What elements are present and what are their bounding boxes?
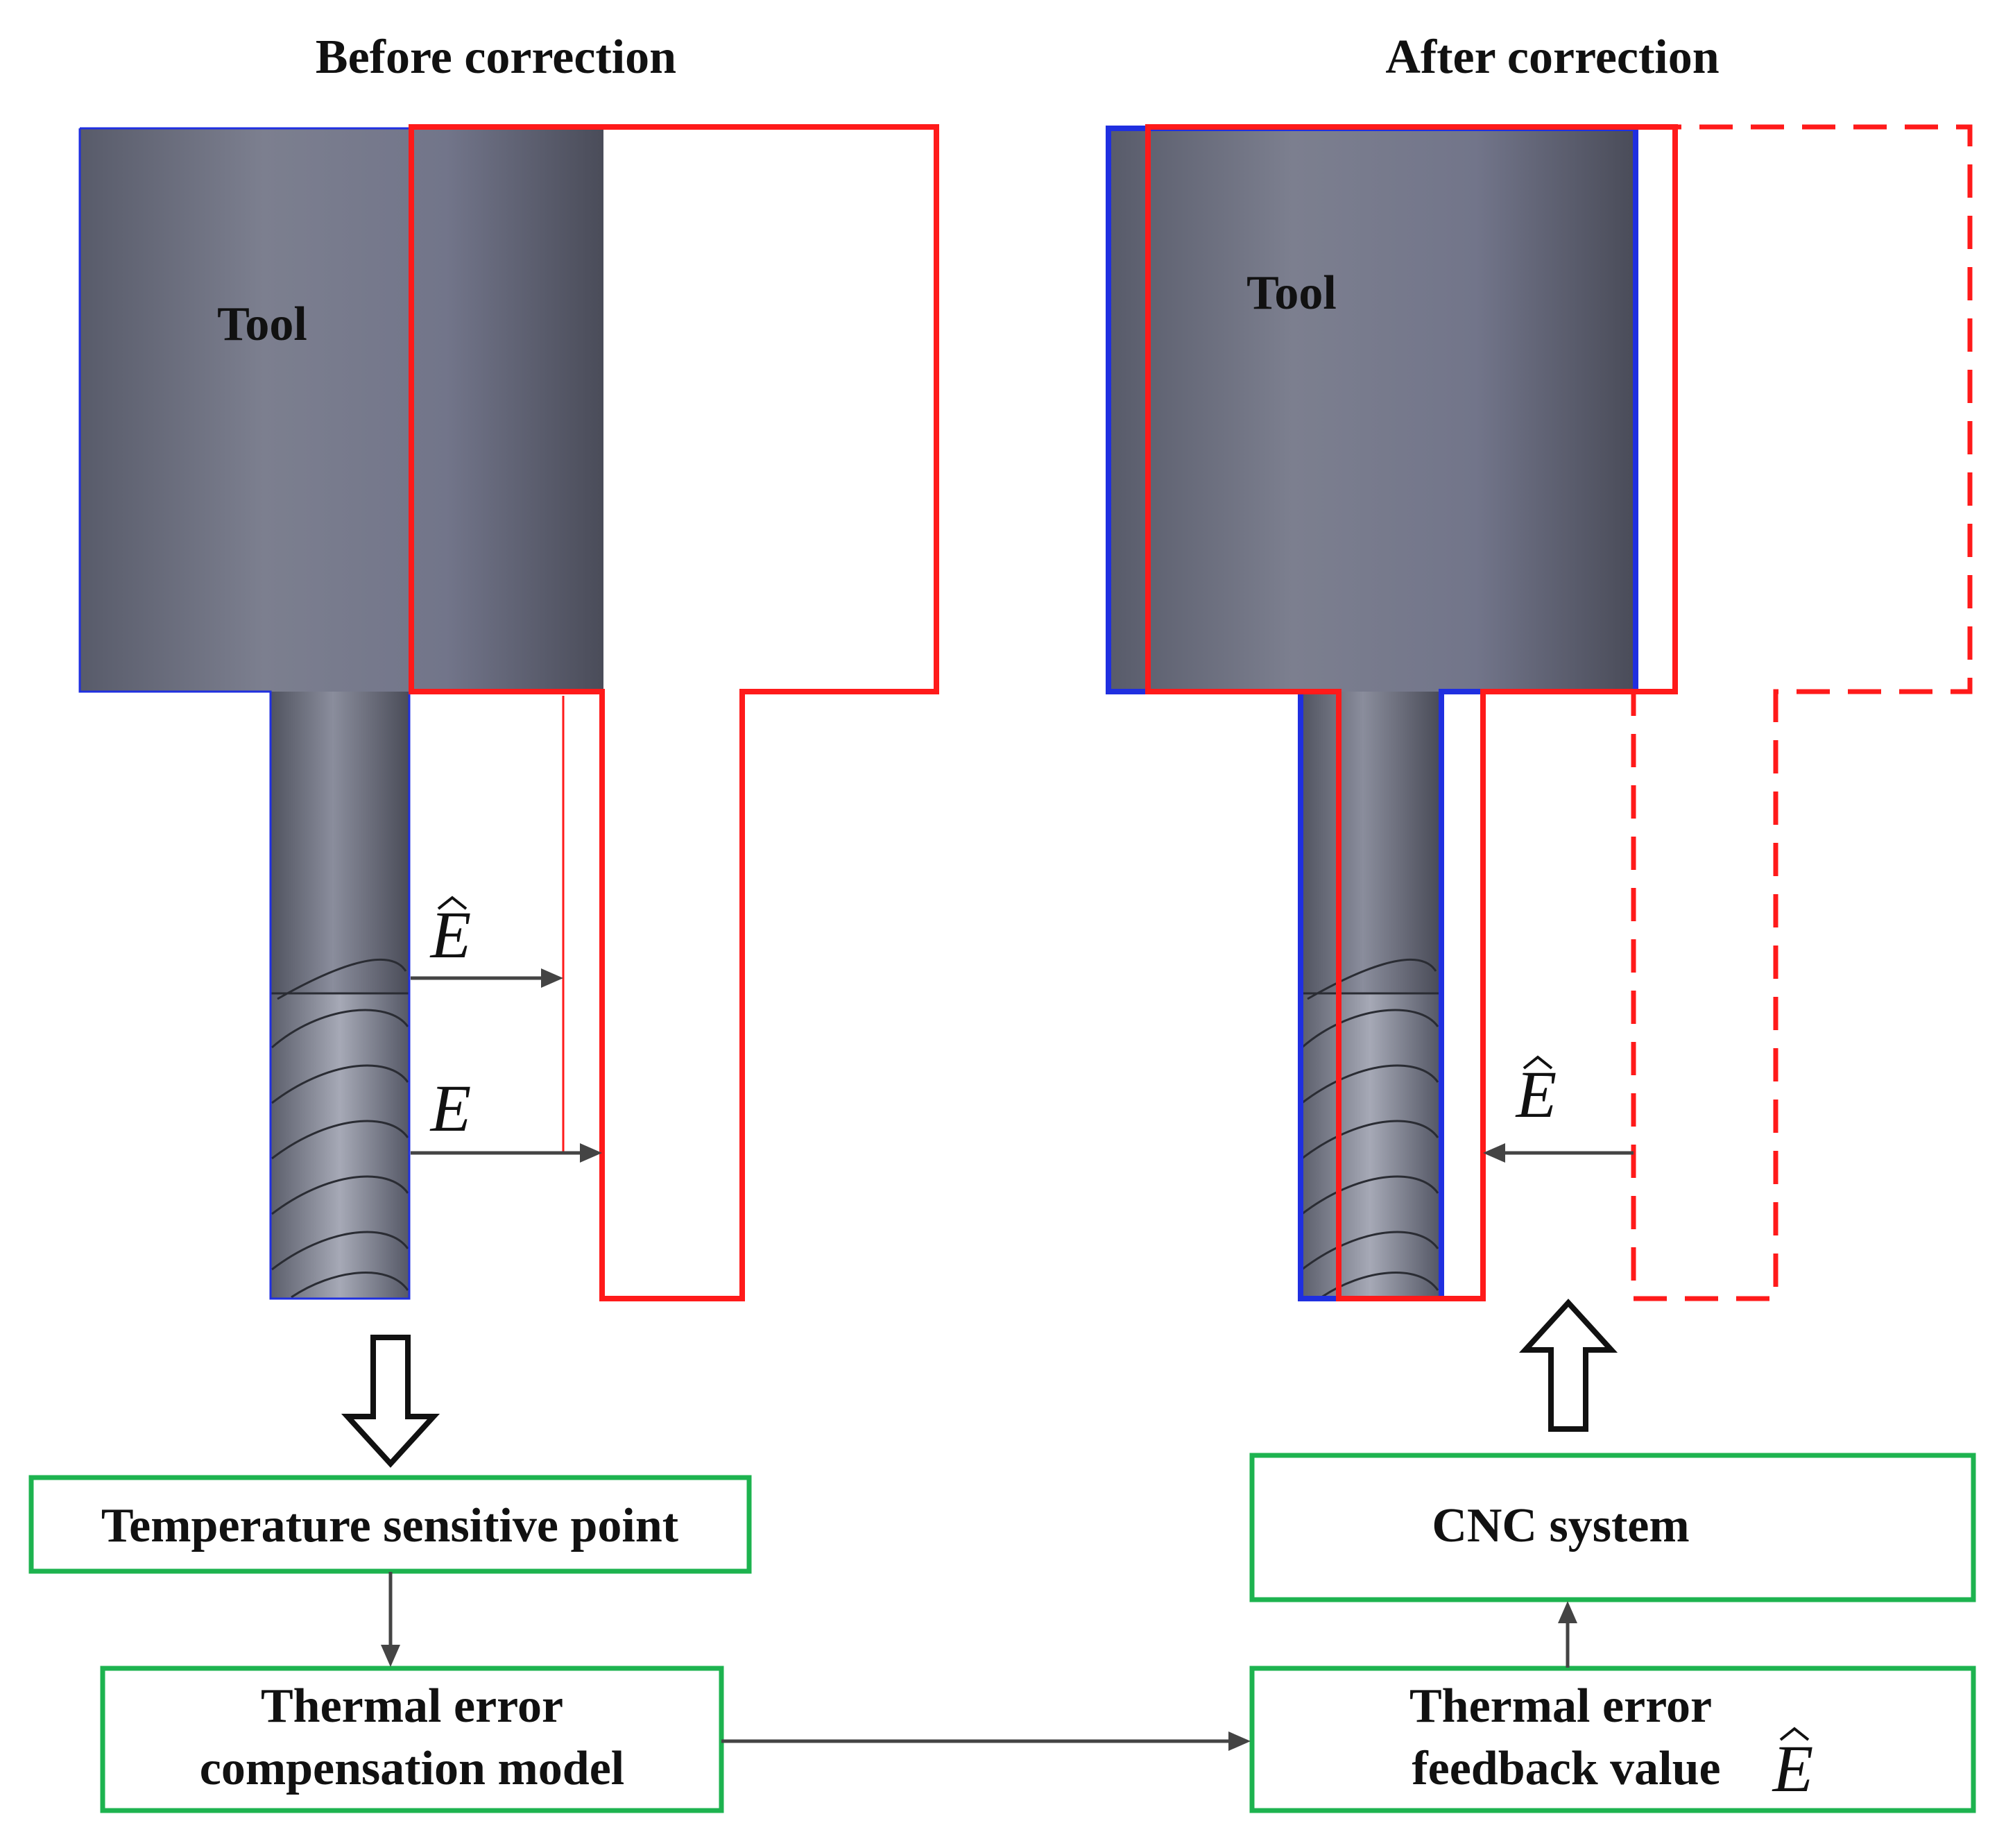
title-before-correction: Before correction <box>316 31 676 84</box>
estimated-error-symbol-after: E <box>1515 1055 1557 1131</box>
svg-text:E: E <box>1515 1057 1557 1131</box>
svg-text:E: E <box>1772 1731 1814 1806</box>
uncorrected-position-outline <box>1443 124 1973 1301</box>
cnc-system-box <box>1249 1453 1976 1602</box>
tool-holder-body-after <box>1108 128 1634 692</box>
after-correction-panel: Tool E <box>1106 124 1973 1301</box>
actual-position-outline <box>409 124 939 1301</box>
estimated-error-symbol-before: E <box>429 896 472 972</box>
cnc-system-label: CNC system <box>1432 1499 1689 1552</box>
tool-shank-after <box>1301 692 1439 997</box>
tool-label-after: Tool <box>1246 266 1337 320</box>
actual-error-symbol: E <box>429 1071 472 1145</box>
feedback-value-label-line2: feedback value <box>1412 1742 1720 1795</box>
feedback-value-symbol: E <box>1772 1727 1814 1806</box>
compensation-model-label-line1: Thermal error <box>261 1679 563 1733</box>
down-block-arrow <box>341 1335 440 1468</box>
end-mill-flutes <box>271 958 409 1299</box>
end-mill-flutes-after <box>1301 958 1439 1299</box>
temperature-point-box <box>28 1475 752 1574</box>
title-after-correction: After correction <box>1385 31 1719 84</box>
tool-holder-body <box>80 128 603 692</box>
before-correction-panel: Tool E E <box>78 124 939 1301</box>
tool-label-before: Tool <box>217 298 307 351</box>
feedback-value-box <box>1249 1666 1976 1813</box>
svg-text:E: E <box>429 898 472 972</box>
temperature-point-label: Temperature sensitive point <box>101 1499 678 1552</box>
feedback-value-label-line1: Thermal error <box>1409 1679 1712 1733</box>
tool-shank <box>271 692 409 997</box>
corrected-position-outline <box>1145 124 1678 1301</box>
compensation-model-box <box>100 1666 724 1813</box>
compensation-model-label-line2: compensation model <box>200 1742 625 1795</box>
up-block-arrow <box>1518 1299 1618 1432</box>
